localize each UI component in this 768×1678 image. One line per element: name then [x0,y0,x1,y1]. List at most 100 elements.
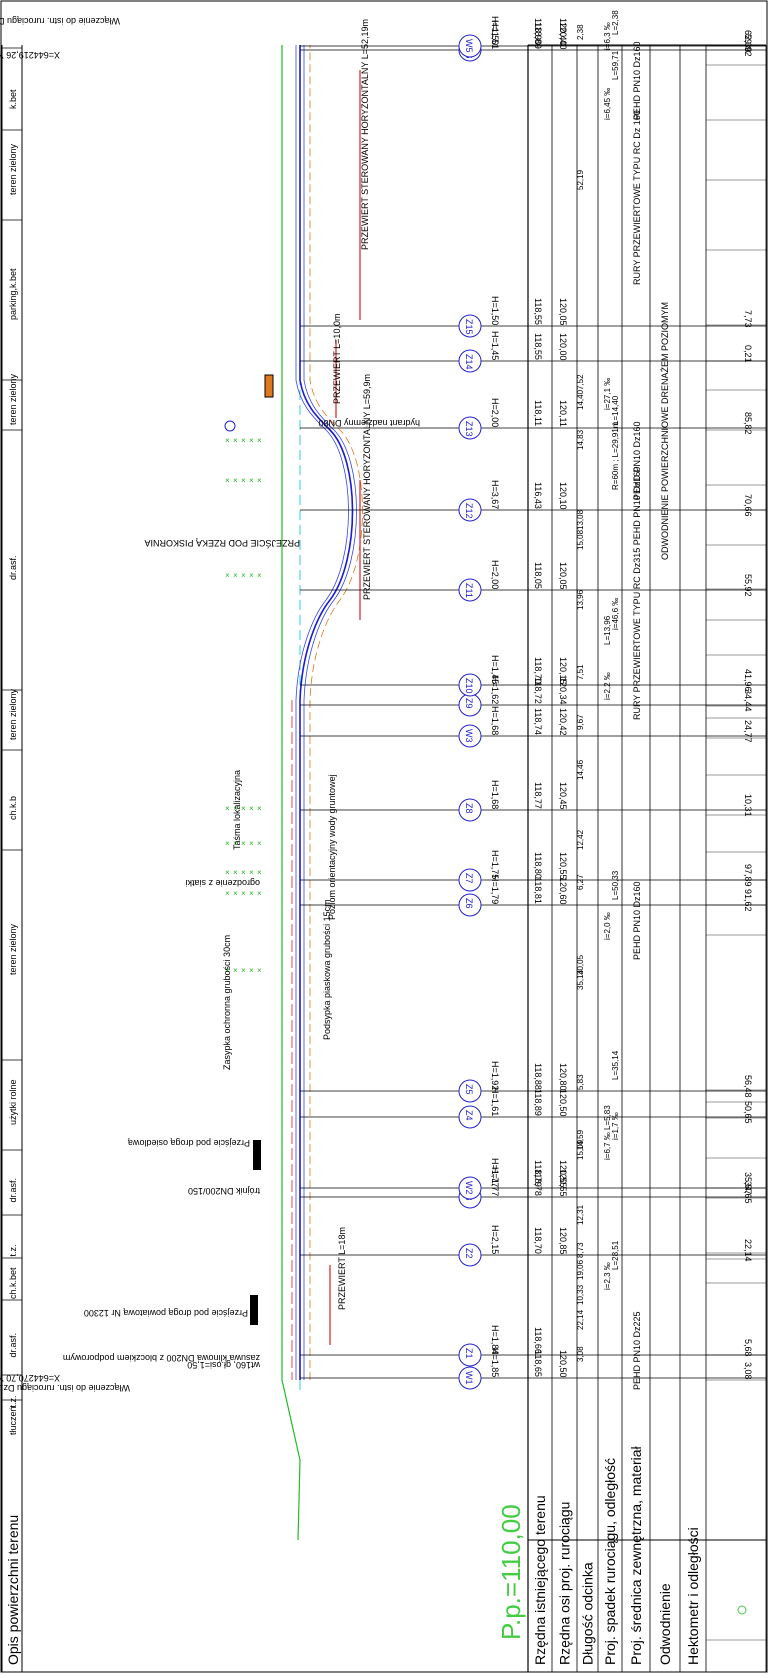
joint-marker [458,1079,482,1103]
section-length: 14,59 [576,1129,585,1150]
fence-mark: × [249,571,254,580]
station-depth: H=1,77 [490,1158,500,1187]
ground-elevation: 118,88 [533,1063,543,1090]
fence-mark: × [249,966,254,975]
hectometer-value: 0,21 [743,345,753,363]
station-depth: H=1,68 [490,780,500,809]
joint-marker [458,673,482,697]
surface-label: parking,k.bet [8,268,18,320]
fence-mark: × [233,966,238,975]
surface-label: teren zielony [8,373,18,425]
annotation-bore-2: PRZEWIERT L=10,0m [332,314,342,404]
slope-label: L=5,83 [603,1105,612,1130]
annotation-road-crossing-2: Przejście pod drogą osiedlową [128,1138,250,1148]
ground-elevation: 116,43 [533,482,543,509]
fence-mark: × [225,476,230,485]
station-name: Z11 [464,583,474,598]
road-crossing-block [250,1295,258,1325]
station-depth: H=1,45 [490,331,500,360]
well-marker [458,34,482,58]
ground-elevation: 118,90 [533,18,543,45]
annotation-hdd-1: PRZEWIERT STEROWANY HORYZONTALNY L=59,9m [362,374,372,600]
section-length: 14,40 [576,389,585,410]
fence-mark: × [241,966,246,975]
pipe-axis-elevation: 120,55 [558,1169,568,1197]
section-length: 12,31 [576,1204,585,1225]
fence-mark: × [241,436,246,445]
section-length: 6,27 [576,874,585,890]
hectometer-value: 5,68 [743,1339,753,1357]
station-depth: H=1,50 [490,16,500,45]
annotation-road-crossing: Przejście pod drogą powiatową Nr 12300 [84,1308,248,1318]
section-length: 7,51 [576,664,585,680]
section-length: 8,73 [576,1242,585,1258]
section-length: 9,67 [576,714,585,730]
fence-mark: × [233,868,238,877]
annotation-fence: ogrodzenie z siatki [185,878,260,888]
ground-elevation: 118,80 [533,852,543,879]
hectometer-value: 85,82 [743,412,753,435]
surface-label: teren zielony [8,923,18,975]
surface-label: ch.k.bet [8,1267,18,1299]
station-depth: H=1,45 [490,655,500,684]
hectometer-value: 22,14 [743,1239,753,1262]
station-depth: H=1,75 [490,850,500,879]
annotation-protective-fill: Zasypka ochronna grubości 30cm [222,935,232,1070]
datum-label: P.p.=110,00 [496,1504,526,1640]
station-name: Z15 [464,319,474,335]
surface-label: dr.asf. [8,555,18,580]
joint-marker [458,416,482,440]
section-length: 14,83 [576,429,585,450]
station-name: Z8 [464,803,474,814]
section-length: 30,05 [576,954,585,975]
fence-mark: × [233,476,238,485]
station-depth: H=1,50 [490,296,500,325]
ground-elevation: 118,55 [533,333,543,360]
surface-label: k.bet [8,89,18,109]
fence-mark: × [233,839,238,848]
slope-label: L=59,71 [611,50,620,80]
material-label: RURY PRZEWIERTOWE TYPU RC Dz315 PEHD PN1… [632,467,642,720]
annotations: Włączenie do istn. rurociągu Dz160 PEHDW… [0,16,420,1393]
row-label-section_length: Długość odcinka [580,1562,596,1665]
annotation-groundwater: Poziom orientacyjny wody gruntowej [327,774,337,920]
joint-marker [458,1343,482,1367]
ground-elevation: 118,66 [533,1327,543,1354]
pipe-axis-elevation: 120,85 [558,1227,568,1255]
station-name: Z9 [464,698,474,709]
annotation-locating-tape: Taśma lokalizacyjna [232,770,242,850]
station-name: W5 [464,39,474,53]
hectometer-value: 62,30 [743,30,753,53]
ground-elevation: 118,65 [533,1350,543,1377]
fence-mark: × [233,571,238,580]
station-depth: H=1,85 [490,1348,500,1377]
fence-mark: × [249,839,254,848]
fence-mark: × [225,436,230,445]
surface-label: t.z. [8,1244,18,1256]
fence-mark: × [257,839,262,848]
ground-elevation: 118,79 [533,1160,543,1187]
hectometer-value: 24,77 [743,720,753,743]
section-length: 7,52 [576,374,585,390]
section-length: 5,83 [576,1074,585,1090]
fence-mark: × [233,436,238,445]
hectometer-value: 50,65 [743,1101,753,1124]
fence-mark: × [225,804,230,813]
pipe-axis-elevation: 120,40 [558,18,568,46]
station-name: Z2 [464,1248,474,1259]
pipe-axis-elevation: 120,45 [558,782,568,810]
pipe-axis-elevation: 120,15 [558,657,568,685]
station-name: W3 [464,729,474,743]
ground-elevation: 118,72 [533,677,543,704]
surface-label: dr.asf. [8,1178,18,1203]
fence-mark: × [249,868,254,877]
row-label-hectometer: Hektometr i odległości [685,1527,701,1665]
section-length: 13,08 [576,509,585,530]
joint-marker [458,1243,482,1267]
annotation-end-connection: Włączenie do istn. rurociągu Dz160 PEHD [0,16,120,26]
pipe-axis-elevation: 120,34 [558,677,568,705]
station-name: Z12 [464,503,474,519]
station-depth: H=1,68 [490,706,500,735]
